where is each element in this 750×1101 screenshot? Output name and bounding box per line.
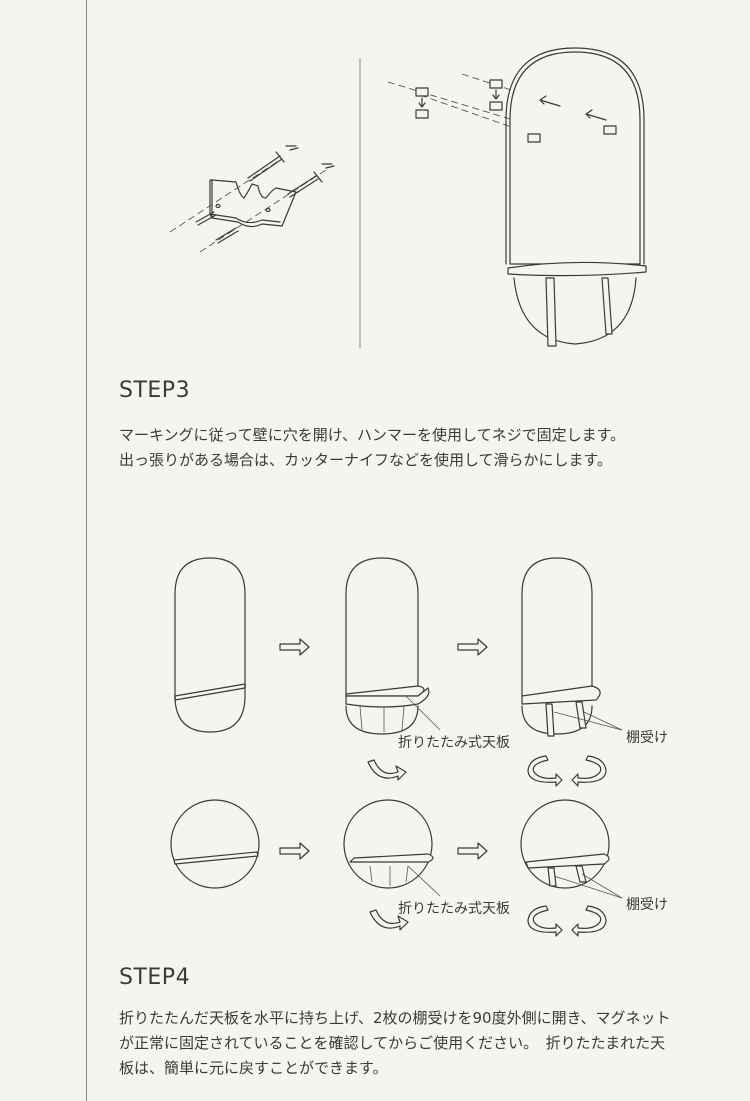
leader-folding-top-1 [406, 696, 440, 730]
step4-line-1: 折りたたんだ天板を水平に持ち上げ、2枚の棚受けを90度外側に開き、マグネット [119, 1009, 671, 1027]
leader-bracket-1a [554, 712, 622, 730]
arrow-right-4 [458, 843, 487, 859]
label-bracket-2: 棚受け [626, 897, 668, 913]
leader-folding-top-2 [408, 866, 440, 896]
round-mirror-shelf-lifted [344, 800, 433, 888]
step3-line-2: 出っ張りがある場合は、カッターナイフなどを使用して滑らかにします。 [119, 451, 613, 469]
oval-mirror-brackets-open [522, 558, 600, 736]
step4-description: 折りたたんだ天板を水平に持ち上げ、2枚の棚受けを90度外側に開き、マグネット が… [119, 1006, 671, 1081]
rotate-left-icon-2 [528, 906, 562, 936]
step4-title: STEP4 [119, 965, 191, 990]
wall-bracket-screw-diagram [170, 146, 334, 252]
round-mirror-folded [171, 800, 259, 888]
arrow-right-1 [280, 639, 309, 655]
oval-mirror-folded [175, 558, 245, 732]
arrow-right-3 [280, 843, 309, 859]
round-mirror-brackets-open [521, 800, 609, 888]
rotate-down-arrow-icon-2 [370, 910, 408, 930]
shelf-folding-diagram [0, 0, 750, 950]
arrow-right-2 [458, 639, 487, 655]
step3-illustration [0, 0, 750, 370]
step4-line-3: 板は、簡単に元に戻すことができます。 [119, 1059, 388, 1077]
step3-line-1: マーキングに従って壁に穴を開け、ハンマーを使用してネジで固定します。 [119, 426, 626, 444]
rotate-down-arrow-icon-1 [368, 760, 406, 780]
label-folding-top-1: 折りたたみ式天板 [398, 735, 510, 751]
wall-mounted-mirror-diagram [388, 48, 646, 346]
step4-line-2: が正常に固定されていることを確認してからご使用ください。 折りたたまれた天 [119, 1034, 666, 1052]
left-border-line [86, 0, 87, 1101]
rotate-right-icon-1 [572, 756, 606, 786]
leader-bracket-2b [582, 874, 622, 898]
rotate-left-icon-1 [528, 756, 562, 786]
step3-description: マーキングに従って壁に穴を開け、ハンマーを使用してネジで固定します。 出っ張りが… [119, 423, 625, 473]
label-folding-top-2: 折りたたみ式天板 [398, 901, 510, 917]
rotate-right-icon-2 [572, 906, 606, 936]
leader-bracket-1b [584, 712, 622, 730]
oval-mirror-shelf-lifted [346, 558, 429, 734]
step3-title: STEP3 [119, 378, 191, 403]
label-bracket-1: 棚受け [626, 730, 668, 746]
leader-bracket-2a [554, 876, 622, 898]
